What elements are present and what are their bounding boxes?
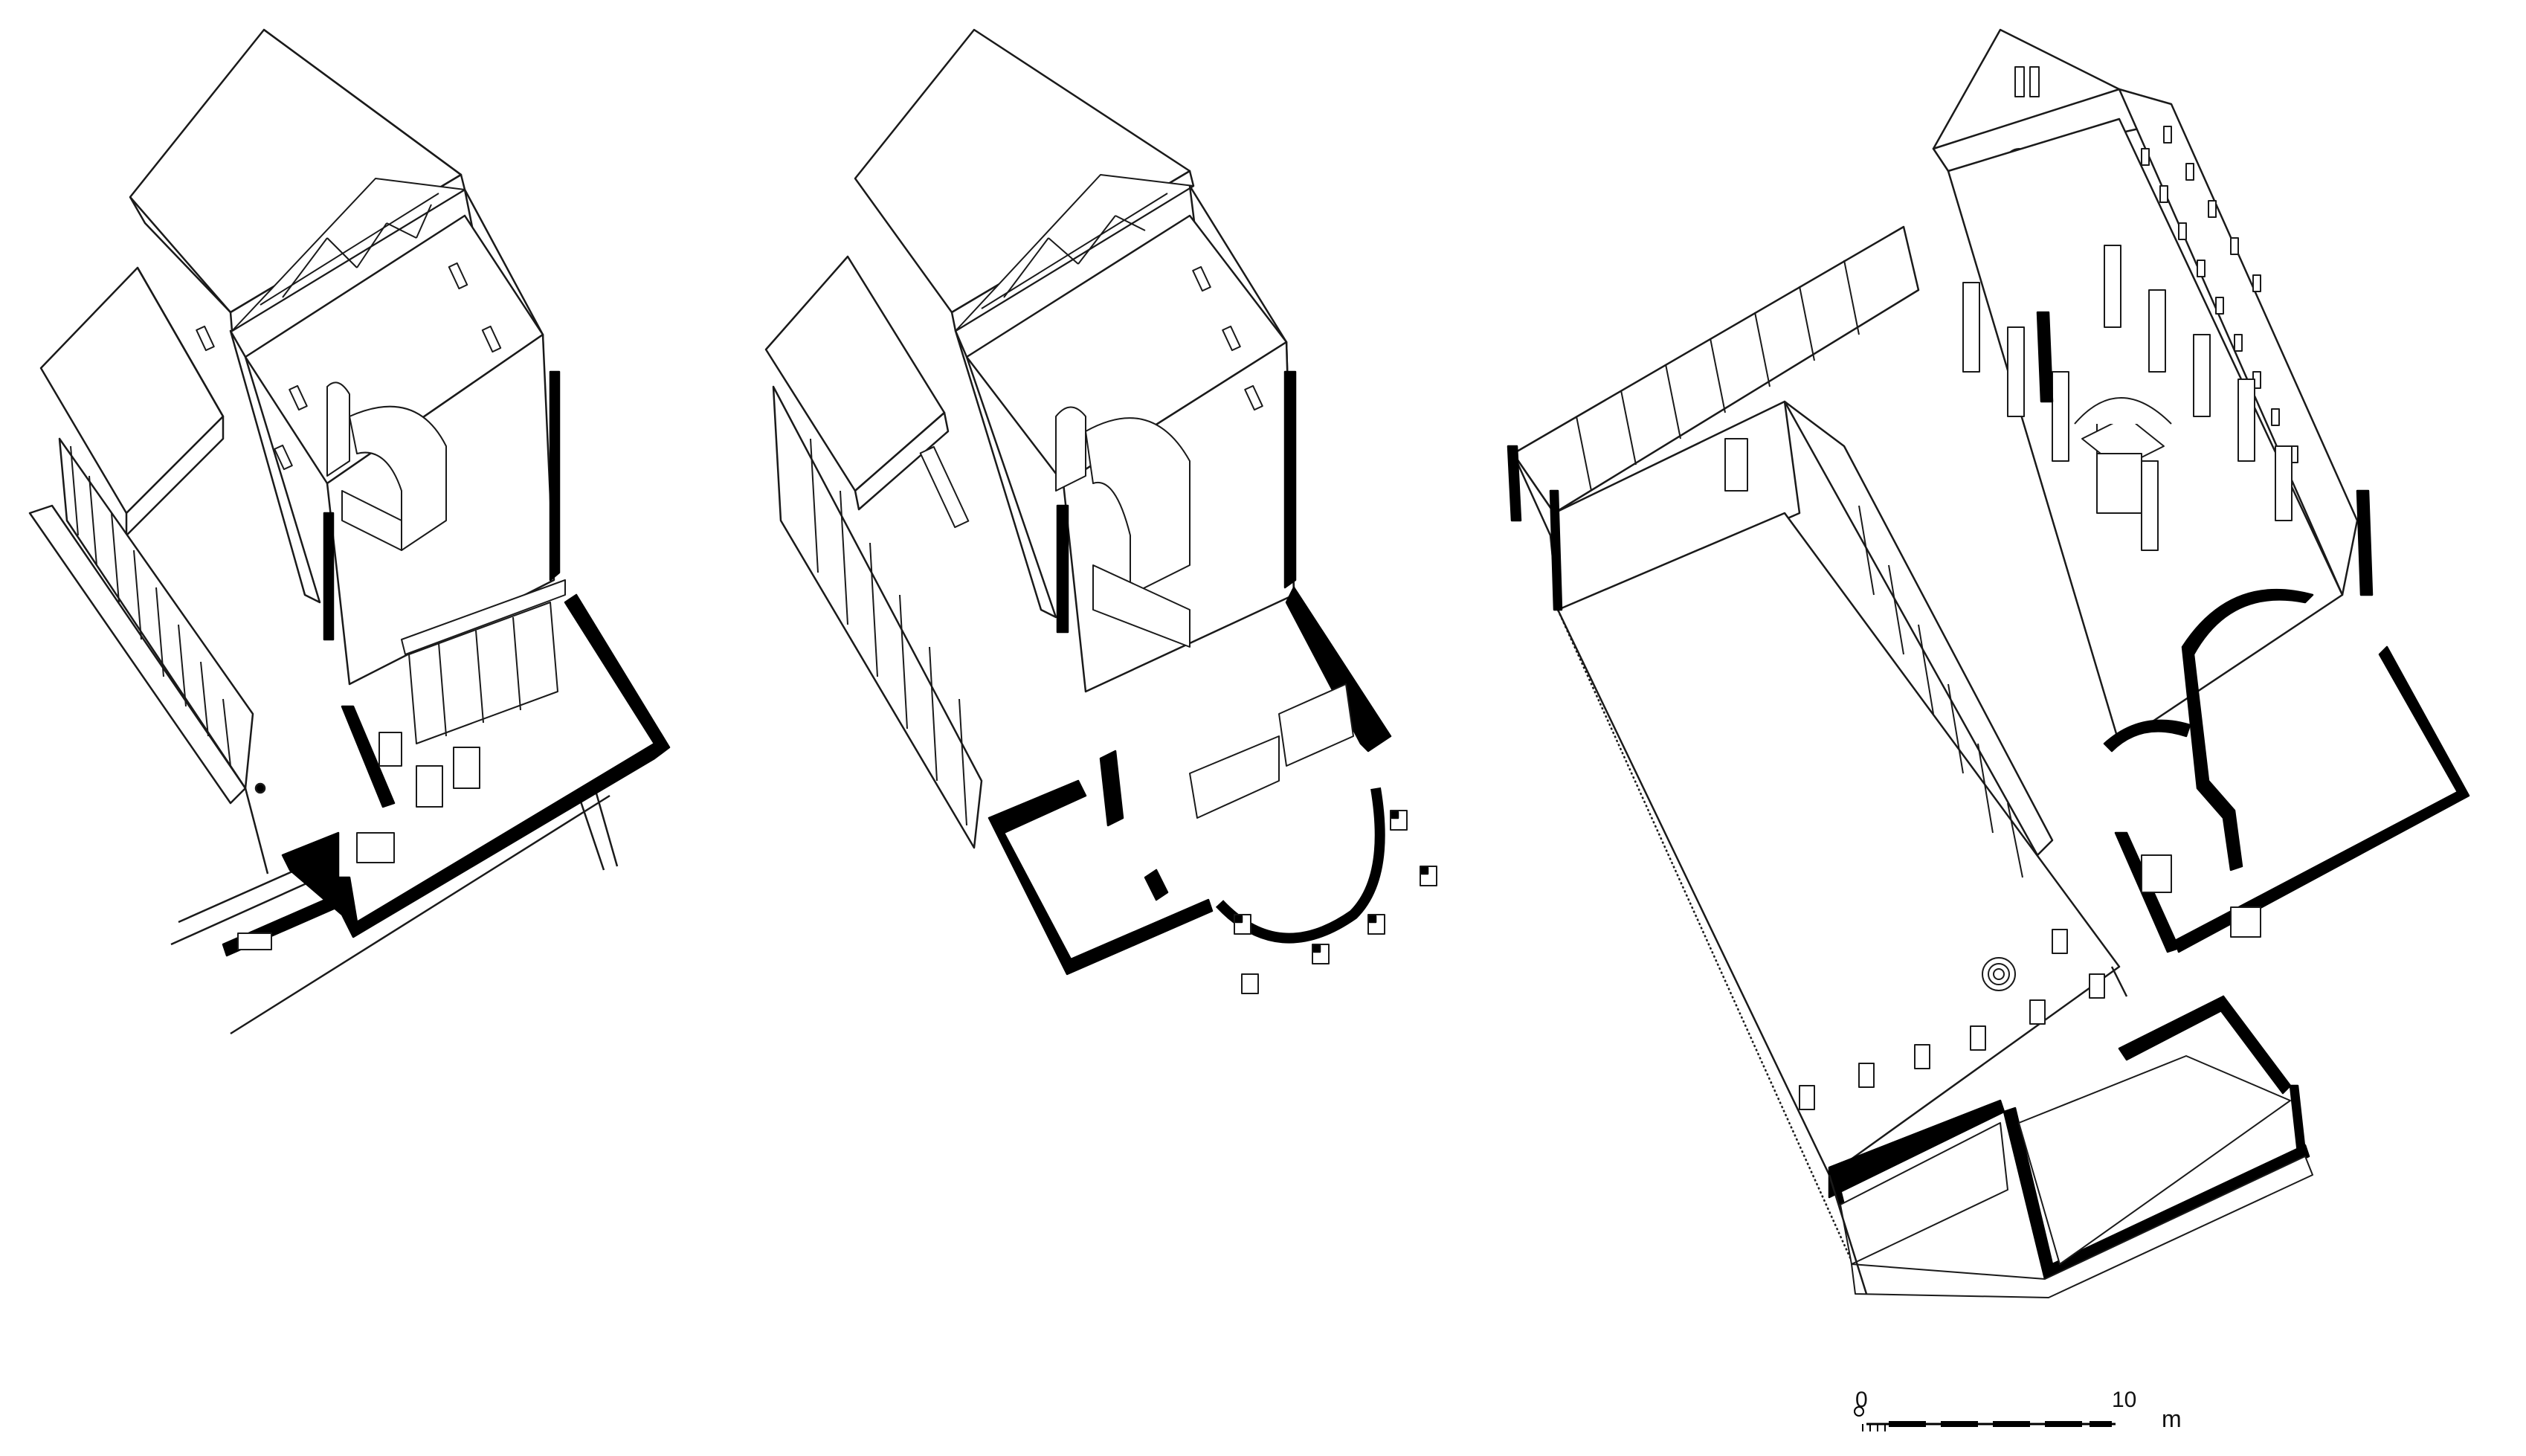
clerestory-windows	[2141, 126, 2298, 463]
aisle-roof	[39, 266, 225, 537]
scale-unit-label: m	[2162, 1405, 2182, 1432]
cut-walls-3	[1507, 311, 2470, 1281]
chancel-screen	[237, 579, 566, 950]
apse	[1189, 683, 1437, 994]
interior-bench	[1055, 406, 1190, 648]
courtyard-piers	[1799, 929, 2105, 1110]
scale-end-label: 10	[2112, 1388, 2137, 1412]
aisle-roof	[764, 255, 950, 511]
roof-truss	[231, 178, 465, 332]
interior-bench	[326, 381, 447, 551]
axonometric-phase-1	[28, 28, 671, 1035]
well	[1982, 957, 2016, 991]
annex-rooms	[1840, 854, 2313, 1298]
axonometric-phase-3	[1507, 28, 2470, 1298]
ciborium	[2074, 397, 2172, 514]
scale-start-label: 0	[1855, 1388, 1868, 1412]
axonometric-phase-2	[764, 28, 1437, 994]
cut-walls-2	[987, 370, 1392, 976]
roof-truss	[955, 174, 1194, 332]
scale-bar	[1854, 1406, 2116, 1431]
